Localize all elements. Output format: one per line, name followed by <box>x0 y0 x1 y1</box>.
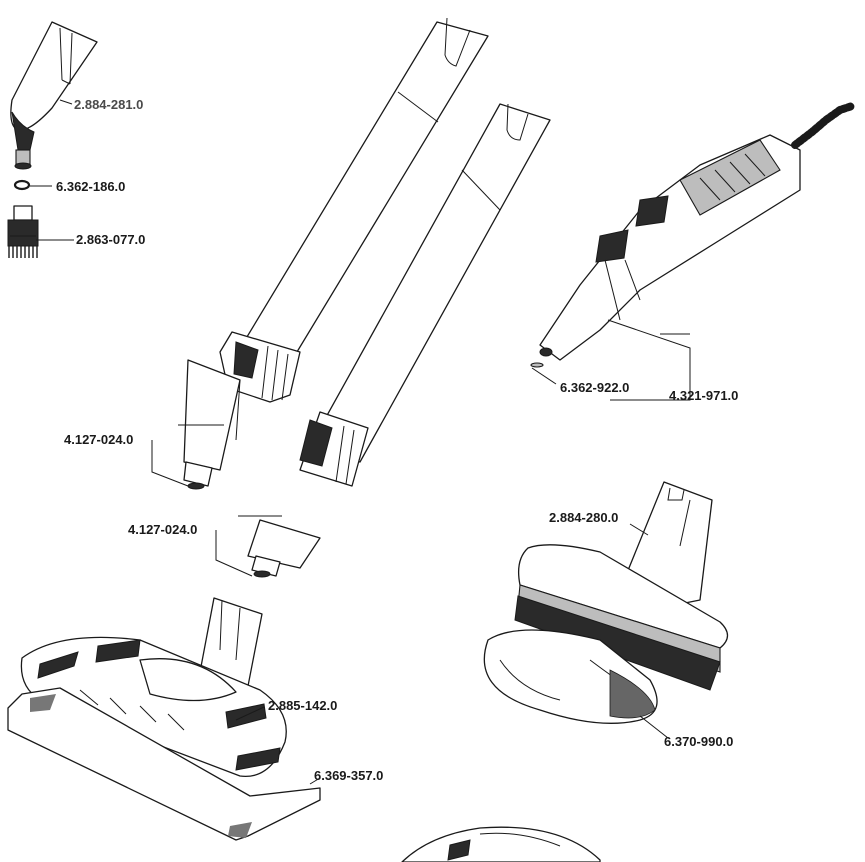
part-label-2-884-280-0: 2.884-280.0 <box>549 510 618 525</box>
o-ring-small <box>13 179 31 191</box>
part-label-6-362-922-0: 6.362-922.0 <box>560 380 629 395</box>
round-brush-drawing <box>7 205 39 258</box>
part-label-6-362-186-0: 6.362-186.0 <box>56 179 125 194</box>
detail-nozzle-drawing <box>10 21 98 170</box>
part-label-6-369-357-0: 6.369-357.0 <box>314 768 383 783</box>
floor-nozzle-drawing <box>20 597 287 778</box>
part-labels: 2.884-281.0 6.362-186.0 2.863-077.0 4.12… <box>56 97 738 783</box>
part-label-2-885-142-0: 2.885-142.0 <box>268 698 337 713</box>
extension-tube-1-drawing <box>183 17 489 490</box>
extension-tube-2-drawing <box>247 103 551 578</box>
brush-cover-drawing <box>483 629 658 724</box>
part-label-6-370-990-0: 6.370-990.0 <box>664 734 733 749</box>
hand-piece-drawing <box>530 102 856 368</box>
part-label-2-863-077-0: 2.863-077.0 <box>76 232 145 247</box>
part-label-4-127-024-0-a: 4.127-024.0 <box>64 432 133 447</box>
part-label-4-127-024-0-b: 4.127-024.0 <box>128 522 197 537</box>
part-label-2-884-281-0: 2.884-281.0 <box>74 97 143 112</box>
hand-brush-drawing <box>514 481 729 691</box>
leader-lines <box>30 99 691 785</box>
partial-nozzle-bottom-drawing <box>401 826 601 862</box>
floor-cloth-drawing <box>7 687 321 841</box>
part-label-4-321-971-0: 4.321-971.0 <box>669 388 738 403</box>
